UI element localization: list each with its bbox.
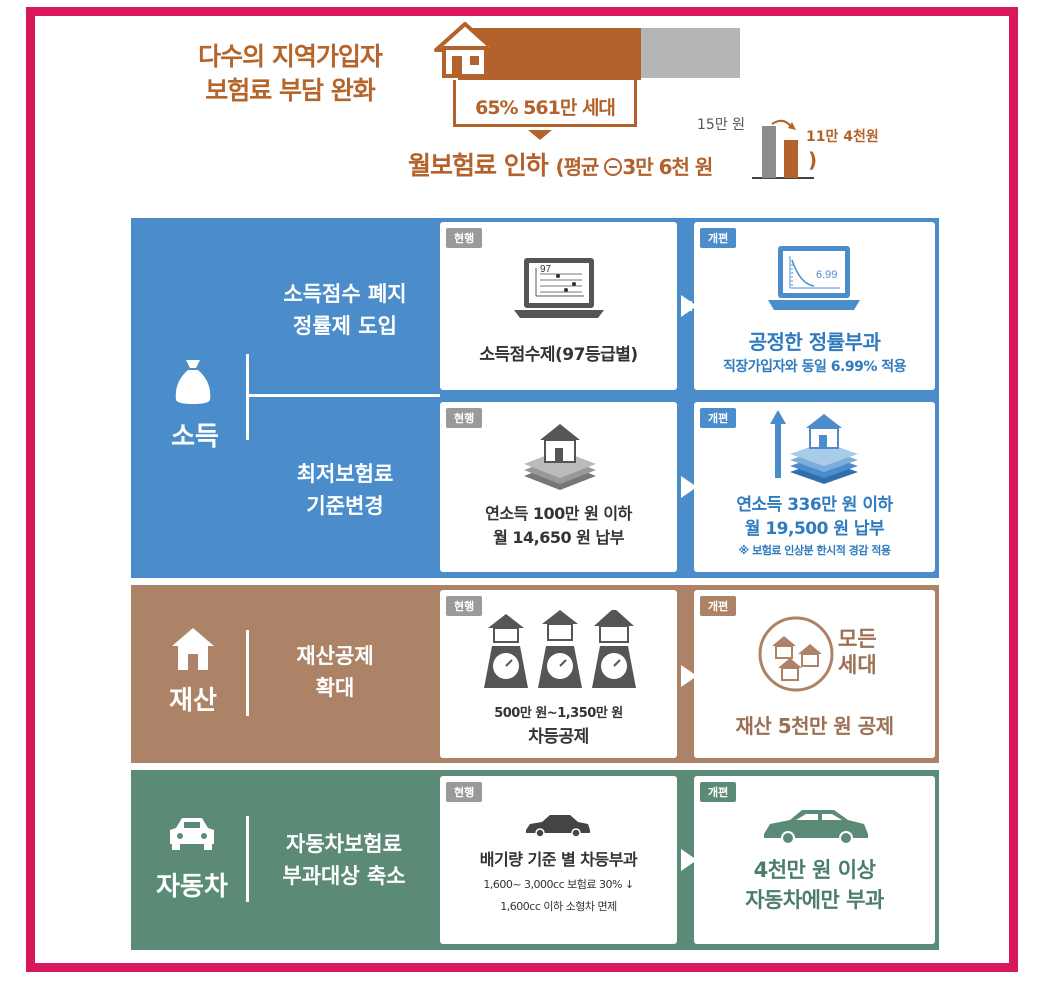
income-row2-current-card: 현행 연소득 100만 원 이하 월 14,650 원 납부 — [440, 402, 677, 572]
property-label: 재산공제 확대 — [250, 640, 420, 704]
car-reform-card: 개편 4천만 원 이상 자동차에만 부과 — [694, 776, 935, 944]
arrow-right-icon — [681, 476, 697, 498]
household-share-label: 65% 561만 세대 — [475, 97, 616, 119]
car-label-line2: 부과대상 축소 — [282, 864, 406, 888]
reduction-title: 월보험료 인하 — [408, 151, 549, 180]
car-current-line2: 1,600cc 이하 소형차 면제 — [500, 900, 617, 913]
comparison-mini-chart — [752, 119, 814, 179]
income-divider — [246, 354, 249, 440]
money-bag-icon — [175, 360, 211, 404]
income-row2-current-line2: 월 14,650 원 납부 — [493, 528, 624, 547]
reform-tag: 개편 — [700, 228, 737, 248]
house-stack-icon — [524, 424, 596, 490]
income-row2-reform-line1: 연소득 336만 원 이하 — [736, 495, 893, 515]
minus-icon — [604, 158, 623, 176]
income-row2-label-line1: 최저보험료 — [296, 462, 394, 486]
sedan-icon — [526, 815, 590, 838]
car-icon — [170, 818, 214, 850]
income-row1-reform-sub: 직장가입자와 동일 6.99% 적용 — [723, 359, 907, 375]
arrow-right-icon — [681, 665, 697, 687]
down-arrow-icon — [528, 130, 552, 140]
reform-tag: 개편 — [700, 596, 737, 616]
badge-line2: 세대 — [838, 653, 877, 677]
before-amount-label: 15만 원 — [697, 117, 746, 133]
property-divider — [246, 630, 249, 716]
chart-value-6-99: 6.99 — [816, 269, 837, 281]
car-label: 자동차보험료 부과대상 축소 — [250, 828, 438, 892]
chart-value-97: 97 — [540, 264, 552, 275]
house-icon — [172, 628, 214, 670]
after-bar — [784, 140, 798, 178]
arrow-right-icon — [681, 295, 697, 317]
income-row1-reform-title: 공정한 정률부과 — [748, 330, 881, 354]
badge-line1: 모든 — [838, 627, 877, 651]
house-icon — [434, 22, 496, 78]
income-row1-label: 소득점수 폐지 정률제 도입 — [250, 278, 440, 342]
current-tag: 현행 — [446, 408, 483, 428]
scale-houses-icon — [484, 610, 636, 688]
income-row2-label: 최저보험료 기준변경 — [250, 458, 440, 522]
car-label-line1: 자동차보험료 — [286, 832, 402, 856]
car-current-line1: 1,600~ 3,000cc 보험료 30% ↓ — [483, 878, 634, 891]
share-bar-rest — [641, 28, 740, 78]
property-current-line1: 500만 원~1,350만 원 — [494, 706, 623, 721]
all-households-badge: 모든 세대 — [838, 626, 877, 678]
current-tag: 현행 — [446, 596, 483, 616]
after-amount-label: 11만 4천원 — [806, 129, 879, 145]
reduction-amount: 3만 6천 원 — [622, 155, 713, 179]
income-row1-current-text: 소득점수제(97등급별) — [479, 345, 638, 365]
income-row2-reform-card: 개편 연소득 336만 원 이하 월 19,500 원 납부 ※ 보험료 인상분… — [694, 402, 935, 572]
laptop-rate-icon: 6.99 — [768, 246, 860, 310]
income-row1-label-line2: 정률제 도입 — [293, 314, 397, 338]
before-bar — [762, 126, 776, 178]
property-current-line2: 차등공제 — [528, 727, 589, 747]
headline: 다수의 지역가입자 보험료 부담 완화 — [170, 40, 410, 108]
reform-tag: 개편 — [700, 782, 737, 802]
car-reform-line2: 자동차에만 부과 — [745, 888, 884, 912]
reduction-summary: 월보험료 인하 (평균 3만 6천 원 — [408, 146, 713, 182]
income-row2-reform-note: ※ 보험료 인상분 한시적 경감 적용 — [738, 544, 891, 557]
car-current-card: 현행 배기량 기준 별 차등부과 1,600~ 3,000cc 보험료 30% … — [440, 776, 677, 944]
arrow-right-icon — [681, 849, 697, 871]
income-row1-current-card: 현행 97 소득점수제(97등급별) — [440, 222, 677, 390]
income-branch-line — [246, 394, 440, 397]
share-bar-fill — [458, 28, 641, 80]
income-row1-label-line1: 소득점수 폐지 — [283, 282, 407, 306]
car-category-label: 자동차 — [156, 872, 228, 902]
household-bracket — [453, 80, 637, 127]
income-row2-label-line2: 기준변경 — [306, 494, 384, 518]
income-row1-reform-card: 개편 6.99 공정한 정률부과 직장가입자와 동일 6.99% 적용 — [694, 222, 935, 390]
headline-line1: 다수의 지역가입자 — [198, 42, 383, 71]
reduction-open: (평균 — [555, 155, 605, 179]
car-reform-line1: 4천만 원 이상 — [753, 858, 876, 882]
car-current-title: 배기량 기준 별 차등부과 — [479, 850, 638, 869]
income-row2-current-line1: 연소득 100만 원 이하 — [485, 504, 632, 523]
reform-tag: 개편 — [700, 408, 737, 428]
property-label-line1: 재산공제 — [296, 644, 374, 668]
property-current-card: 현행 500만 원~1,350만 원 차등공제 — [440, 590, 677, 758]
current-tag: 현행 — [446, 782, 483, 802]
income-category-label: 소득 — [171, 422, 219, 452]
property-category-label: 재산 — [169, 686, 217, 716]
reduction-close: ) — [808, 148, 818, 172]
sedan-icon — [764, 810, 868, 845]
current-tag: 현행 — [446, 228, 483, 248]
property-label-line2: 확대 — [315, 676, 355, 700]
property-reform-text: 재산 5천만 원 공제 — [735, 714, 894, 738]
houses-circle-icon — [758, 616, 834, 692]
income-row2-reform-line2: 월 19,500 원 납부 — [744, 519, 885, 539]
car-divider — [246, 816, 249, 902]
headline-line2: 보험료 부담 완화 — [205, 76, 375, 105]
laptop-chart-icon: 97 — [514, 258, 604, 318]
property-reform-card: 개편 모든 세대 재산 5천만 원 공제 — [694, 590, 935, 758]
house-stack-up-icon — [770, 410, 858, 484]
